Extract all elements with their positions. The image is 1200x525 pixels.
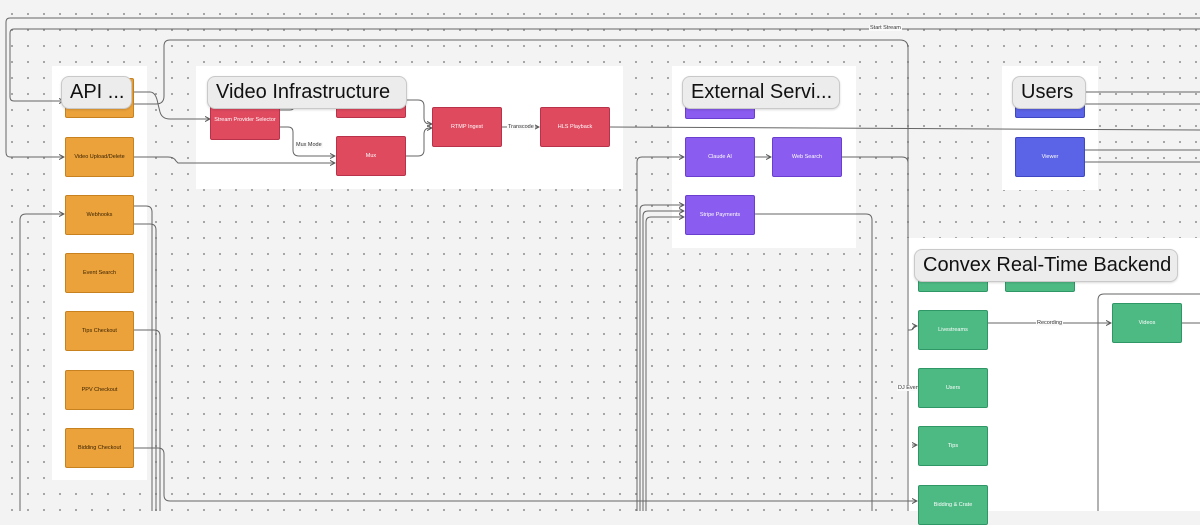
connection-lines	[5, 17, 1200, 511]
edge-label-recording: Recording	[1036, 320, 1064, 326]
node-event-search[interactable]: Event Search	[65, 253, 134, 293]
edge-api-frame	[134, 39, 909, 511]
edge-start-stream	[9, 28, 1200, 101]
edge-mux-rtmp	[405, 128, 432, 157]
node-web-search[interactable]: Web Search	[772, 137, 842, 177]
node-livestreams[interactable]: Livestreams	[918, 310, 988, 350]
group-title-video[interactable]: Video Infrastructure	[207, 76, 407, 109]
node-video-upload[interactable]: Video Upload/Delete	[65, 137, 134, 177]
edge-stripe-down	[754, 213, 873, 511]
node-tips-checkout[interactable]: Tips Checkout	[65, 311, 134, 351]
node-viewer[interactable]: Viewer	[1015, 137, 1085, 177]
node-videos[interactable]: Videos	[1112, 303, 1182, 343]
edge-left-loop	[5, 17, 64, 157]
edge-label-transcode: Transcode	[507, 124, 535, 130]
node-ppv-checkout[interactable]: PPV Checkout	[65, 370, 134, 410]
edge-api-provider	[134, 91, 210, 119]
node-tips[interactable]: Tips	[918, 426, 988, 466]
edge-label-mux-mode: Mux Mode	[295, 142, 323, 148]
edge-label-start-stream: Start Stream	[869, 25, 902, 31]
edge-bidding-out	[134, 447, 917, 501]
node-bidding-checkout[interactable]: Bidding Checkout	[65, 428, 134, 468]
edge-upload-mux	[134, 156, 335, 163]
edge-into-stripe-3	[645, 217, 684, 511]
group-title-api[interactable]: API ...	[61, 76, 132, 109]
edge-tips-out	[134, 329, 161, 511]
edge-webhooks-out-2	[134, 223, 157, 511]
edge-into-stripe-1	[639, 205, 684, 511]
node-bidding-crate[interactable]: Bidding & Crate	[918, 485, 988, 525]
edge-label-dj-events: DJ Events	[897, 385, 925, 391]
edge-into-claude	[636, 157, 684, 511]
edge-into-stripe-2	[642, 211, 684, 511]
edge-to-livestreams	[908, 326, 917, 331]
edge-hls-right	[608, 126, 1200, 131]
edge-red-rtmp	[405, 99, 432, 124]
node-claude-ai[interactable]: Claude AI	[685, 137, 755, 177]
node-users[interactable]: Users	[918, 368, 988, 408]
node-webhooks[interactable]: Webhooks	[65, 195, 134, 235]
edge-into-webhooks	[19, 214, 64, 511]
edge-webhooks-out-1	[134, 205, 153, 511]
node-hls-playback[interactable]: HLS Playback	[540, 107, 610, 147]
node-stripe-payments[interactable]: Stripe Payments	[685, 195, 755, 235]
group-title-external[interactable]: External Servi...	[682, 76, 840, 109]
group-title-convex[interactable]: Convex Real-Time Backend	[914, 249, 1178, 282]
edge-provider-mux	[280, 126, 335, 156]
edge-convex-right-down	[1097, 293, 1200, 511]
node-mux[interactable]: Mux	[336, 136, 406, 176]
node-rtmp-ingest[interactable]: RTMP Ingest	[432, 107, 502, 147]
edge-websearch-down	[841, 156, 909, 511]
group-title-users[interactable]: Users	[1012, 76, 1086, 109]
